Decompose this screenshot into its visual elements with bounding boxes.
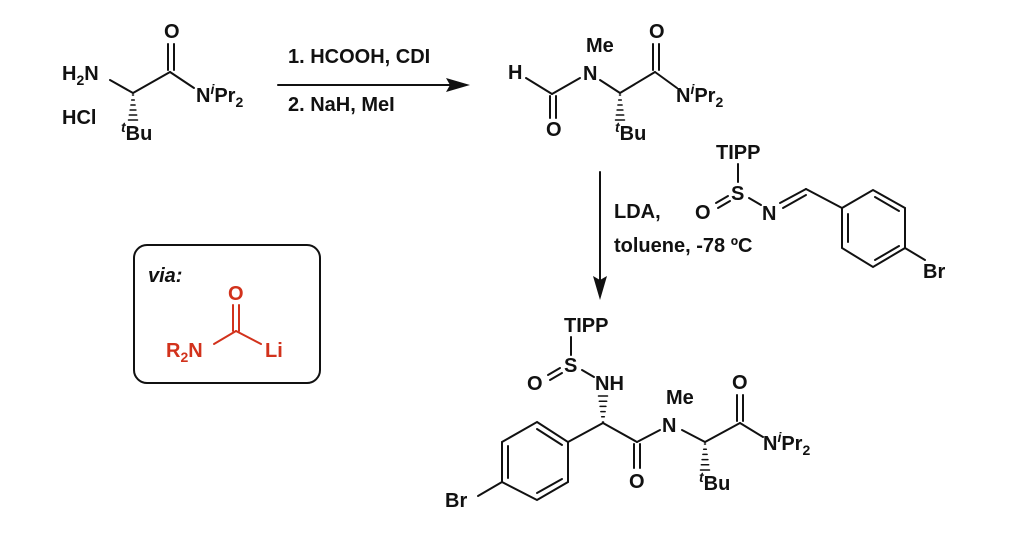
bromine: Br (445, 490, 467, 512)
methyl-label: Me (586, 35, 614, 57)
bond (654, 71, 678, 89)
step1-reagents-line1: 1. HCOOH, CDI (288, 46, 430, 68)
sulfur: S (564, 355, 577, 377)
bond (681, 429, 706, 443)
arrow-head-icon (446, 78, 470, 92)
double-bond (782, 194, 807, 209)
step2-reagents-line2: toluene, -78 ºC (614, 235, 752, 257)
carbonyl-oxygen: O (164, 21, 180, 43)
tert-butyl-label: tBu (615, 119, 646, 145)
bond (477, 481, 503, 497)
double-bond (717, 200, 731, 209)
aromatic-bond (536, 478, 563, 494)
diisopropylamide-label: NiPr2 (196, 81, 243, 110)
bond (636, 429, 661, 443)
double-bond (715, 195, 729, 204)
product: TIPP S O NH Br O N Me tBu O NiPr2 (445, 315, 810, 512)
bond (132, 71, 171, 94)
r2n-label: R2N (166, 340, 203, 365)
bond (904, 247, 926, 261)
bond (525, 77, 553, 95)
via-intermediate-box: via: O R2N Li (133, 244, 321, 384)
benzene-ring (501, 420, 569, 502)
bromine: Br (923, 261, 945, 283)
nh-label: NH (595, 373, 624, 395)
bond (567, 422, 604, 443)
formyl-oxygen: O (546, 119, 562, 141)
bond (551, 77, 581, 95)
aromatic-bond (874, 245, 900, 261)
box-border (133, 244, 321, 384)
sulfur: S (731, 183, 744, 205)
tipp-label: TIPP (716, 142, 760, 164)
imine-nitrogen: N (762, 203, 776, 225)
hashed-wedge-bond (614, 94, 626, 121)
sulfinyl-oxygen: O (695, 202, 711, 224)
double-bond (549, 372, 563, 381)
bond (109, 79, 134, 94)
hashed-wedge-bond (127, 94, 139, 121)
double-bond (547, 367, 561, 376)
carbonyl-oxygen: O (649, 21, 665, 43)
bond (602, 422, 638, 443)
via-label: via: (148, 265, 182, 287)
sulfinyl-oxygen: O (527, 373, 543, 395)
tert-butyl-label: tBu (699, 469, 730, 495)
bond (235, 330, 262, 345)
double-bond (779, 188, 807, 204)
amide-oxygen: O (629, 471, 645, 493)
carbamoyl-oxygen: O (228, 283, 244, 305)
diisopropylamide-label: NiPr2 (676, 81, 723, 110)
formamide-intermediate: H N Me O O NiPr2 tBu (508, 21, 723, 145)
aromatic-bond (874, 196, 900, 212)
bond (805, 188, 843, 209)
carbonyl-oxygen: O (732, 372, 748, 394)
benzene-ring (841, 188, 906, 269)
lithium-label: Li (265, 340, 283, 362)
tipp-label: TIPP (564, 315, 608, 337)
diisopropylamide-label: NiPr2 (763, 429, 810, 458)
hashed-wedge-bond (699, 443, 711, 471)
arrow-head-icon (593, 276, 607, 300)
bond (748, 197, 762, 206)
step1-reagents-line2: 2. NaH, MeI (288, 94, 395, 116)
methyl-label: Me (666, 387, 694, 409)
sulfinimine-reagent: TIPP S O N Br (695, 142, 945, 283)
step2-reagents-line1: LDA, (614, 201, 661, 223)
bond (739, 422, 764, 438)
hashed-wedge-bond (597, 395, 609, 423)
nitrogen: N (583, 63, 597, 85)
hcl-salt-label: HCl (62, 107, 96, 129)
starting-material: H2N HCl O NiPr2 tBu (62, 21, 243, 145)
nitrogen: N (662, 415, 676, 437)
step1-arrow: 1. HCOOH, CDI 2. NaH, MeI (277, 46, 470, 116)
bond (619, 71, 656, 94)
aromatic-bond (536, 428, 563, 446)
bond (213, 330, 237, 345)
step2-arrow: LDA, toluene, -78 ºC (593, 171, 752, 300)
formyl-h: H (508, 62, 522, 84)
amine-label: H2N (62, 63, 99, 88)
bond (704, 422, 741, 443)
bond (599, 79, 621, 94)
bond (581, 369, 595, 378)
bond (169, 71, 195, 89)
tert-butyl-label: tBu (121, 119, 152, 145)
